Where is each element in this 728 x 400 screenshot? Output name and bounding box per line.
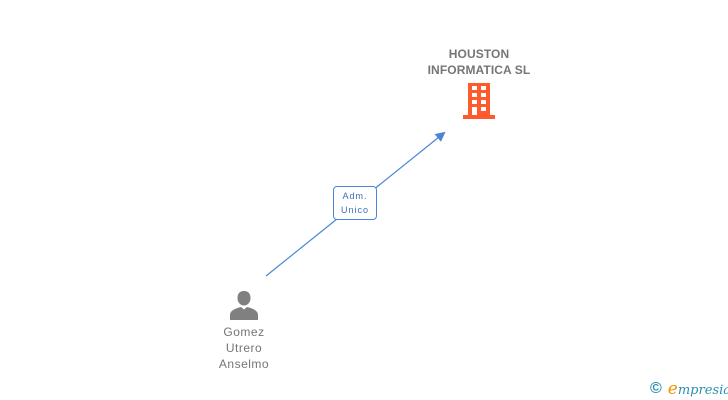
company-name-line2: INFORMATICA SL [427,63,531,77]
empresia-watermark[interactable]: © empresia [650,378,728,400]
brand-rest: mpresia [677,383,728,398]
brand-initial: e [667,379,678,399]
role-label-line2: Unico [340,205,369,215]
person-name-line3: Anselmo [218,357,270,371]
building-icon [463,83,495,119]
person-name-line1: Gomez [223,325,265,339]
company-node[interactable]: HOUSTON INFORMATICA SL [404,46,554,119]
person-node[interactable]: Gomez Utrero Anselmo [196,289,292,372]
company-name-line1: HOUSTON [448,47,510,61]
person-icon [230,291,258,320]
person-name: Gomez Utrero Anselmo [196,324,292,372]
brand-logo: empresia [668,379,728,399]
person-name-line2: Utrero [225,341,263,355]
relationship-role-label[interactable]: Adm. Unico [333,186,377,220]
role-label-line1: Adm. [342,191,368,201]
copyright-icon: © [650,380,662,397]
